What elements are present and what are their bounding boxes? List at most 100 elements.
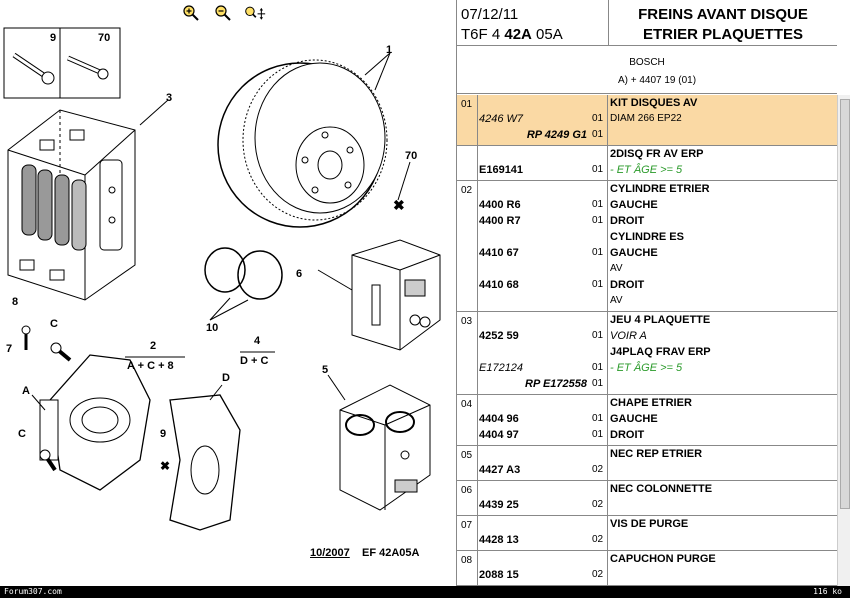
part-quantity: 01 xyxy=(592,378,604,389)
header-code-prefix: T6F 4 xyxy=(461,26,505,43)
parts-panel: 07/12/11 T6F 4 42A 05A FREINS AVANT DISQ… xyxy=(456,0,850,598)
group-number: 07 xyxy=(461,520,473,531)
part-reference[interactable]: 4400 R7 xyxy=(479,215,521,227)
diagram-caption: 10/2007 EF 42A05A xyxy=(310,547,419,559)
part-reference[interactable]: E169141 xyxy=(479,164,524,176)
part-line[interactable]: CYLINDRE ES xyxy=(457,229,837,245)
status-right: 116 ko xyxy=(813,587,842,596)
group-number: 01 xyxy=(461,99,473,110)
part-line[interactable]: RP 4249 G1 01 xyxy=(457,127,837,143)
part-line[interactable]: CYLINDRE ETRIER xyxy=(457,181,837,197)
part-description: NEC COLONNETTE xyxy=(610,483,713,495)
callout-70-disc: 70 xyxy=(405,150,418,162)
part-reference[interactable]: 4428 13 xyxy=(479,534,519,546)
part-line[interactable]: J4PLAQ FRAV ERP xyxy=(457,344,837,360)
part-description: CYLINDRE ES xyxy=(610,231,684,243)
brake-assembly-drawing: ✖ xyxy=(3,27,441,531)
part-line[interactable]: JEU 4 PLAQUETTE xyxy=(457,312,837,328)
callout-2: 2 xyxy=(150,340,157,352)
part-line[interactable]: AV xyxy=(457,293,837,309)
part-quantity: 01 xyxy=(592,429,604,440)
callout-9: 9 xyxy=(50,32,57,44)
zoom-out-button[interactable] xyxy=(212,4,234,22)
part-reference[interactable]: 4246 W7 xyxy=(479,113,524,125)
part-description: AV xyxy=(610,263,623,274)
callout-5: 5 xyxy=(322,364,329,376)
part-reference[interactable]: 4400 R6 xyxy=(479,199,521,211)
pad-kit-box xyxy=(7,109,136,301)
part-reference[interactable]: E172124 xyxy=(479,362,524,374)
part-line[interactable]: 4427 A3 02 xyxy=(457,462,837,478)
header-title-line2: ETRIER PLAQUETTES xyxy=(642,26,803,43)
zoom-toolbar xyxy=(180,4,266,22)
part-reference[interactable]: 4410 68 xyxy=(479,279,519,291)
callout-7: 7 xyxy=(6,343,13,355)
part-quantity: 02 xyxy=(592,464,604,475)
part-description: KIT DISQUES AV xyxy=(610,97,698,109)
part-reference[interactable]: 2088 15 xyxy=(479,569,519,581)
part-line[interactable]: AV xyxy=(457,261,837,277)
callout-3: 3 xyxy=(166,92,173,104)
part-line[interactable]: 2DISQ FR AV ERP xyxy=(457,146,837,162)
header-title-line1: FREINS AVANT DISQUE xyxy=(638,6,808,23)
part-line[interactable]: VIS DE PURGE xyxy=(457,516,837,532)
part-line[interactable]: RP E172558 01 xyxy=(457,376,837,392)
part-quantity: 01 xyxy=(592,247,604,258)
part-reference[interactable]: RP E172558 xyxy=(525,378,587,390)
part-reference[interactable]: 4410 67 xyxy=(479,247,519,259)
part-line[interactable]: CAPUCHON PURGE xyxy=(457,551,837,567)
part-reference[interactable]: 4404 97 xyxy=(479,429,519,441)
part-reference[interactable]: 4252 59 xyxy=(479,330,519,342)
callout-9-bracket: 9 xyxy=(160,428,167,440)
part-line[interactable]: NEC REP ETRIER xyxy=(457,446,837,462)
part-description: GAUCHE xyxy=(610,199,658,211)
bleed-screw-8 xyxy=(21,325,31,350)
diagram-date: 10/2007 xyxy=(310,547,350,559)
header-ref-block: 07/12/11 T6F 4 42A 05A xyxy=(457,0,609,46)
part-quantity: 01 xyxy=(592,113,604,124)
part-line[interactable]: CHAPE ETRIER xyxy=(457,395,837,411)
group-number: 02 xyxy=(461,185,473,196)
header-title-block: FREINS AVANT DISQUE ETRIER PLAQUETTES xyxy=(609,0,837,46)
zoom-in-button[interactable] xyxy=(180,4,202,22)
part-quantity: 02 xyxy=(592,569,604,580)
part-reference[interactable]: 4427 A3 xyxy=(479,464,521,476)
callout-4-sub: D + C xyxy=(240,355,269,367)
part-line[interactable]: NEC COLONNETTE xyxy=(457,481,837,497)
part-reference[interactable]: RP 4249 G1 xyxy=(526,129,587,141)
part-line[interactable]: 2088 15 02 xyxy=(457,567,837,583)
sub-brand: BOSCH xyxy=(629,57,665,68)
part-quantity: 01 xyxy=(592,330,604,341)
scrollbar-thumb[interactable] xyxy=(840,99,850,509)
part-quantity: 01 xyxy=(592,215,604,226)
caliper-bracket xyxy=(169,394,241,531)
zoom-pan-button[interactable] xyxy=(244,4,266,22)
vertical-scrollbar[interactable] xyxy=(837,95,850,598)
part-line[interactable]: KIT DISQUES AV xyxy=(457,95,837,111)
part-description: NEC REP ETRIER xyxy=(610,448,703,460)
part-reference[interactable]: 4404 96 xyxy=(479,413,519,425)
part-reference[interactable]: 4439 25 xyxy=(479,499,519,511)
part-quantity: 01 xyxy=(592,129,604,140)
